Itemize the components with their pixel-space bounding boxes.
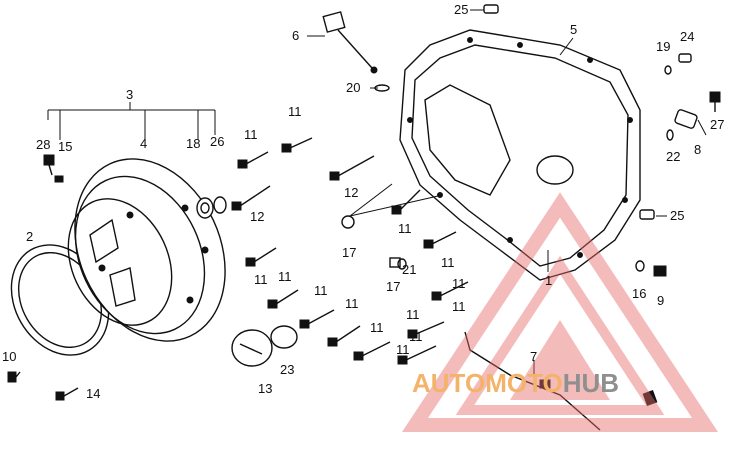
label-25-right: 25 bbox=[670, 208, 685, 223]
bolt-11-i bbox=[353, 341, 391, 361]
label-2: 2 bbox=[26, 229, 34, 244]
bolt-part-27 bbox=[709, 91, 721, 112]
watermark-logo bbox=[402, 192, 718, 432]
label-11-k: 11 bbox=[406, 307, 420, 322]
bolt-12-a bbox=[231, 185, 271, 211]
label-3: 3 bbox=[126, 87, 134, 102]
label-12-a: 12 bbox=[250, 209, 265, 224]
label-17-b: 17 bbox=[386, 279, 401, 294]
label-24: 24 bbox=[680, 29, 695, 44]
oring-21 bbox=[397, 258, 407, 270]
pin-part-24 bbox=[678, 53, 692, 63]
label-11-a: 11 bbox=[244, 127, 258, 142]
oring-part-23 bbox=[270, 325, 298, 349]
bolt-10 bbox=[7, 371, 21, 383]
cable-part-7 bbox=[464, 331, 658, 431]
label-14: 14 bbox=[86, 386, 101, 401]
label-22: 22 bbox=[666, 149, 681, 164]
label-28: 28 bbox=[36, 137, 51, 152]
cap-part-13 bbox=[231, 329, 273, 367]
plug-part-25-top bbox=[483, 4, 499, 14]
label-20: 20 bbox=[346, 80, 361, 95]
label-26: 26 bbox=[210, 134, 225, 149]
sensor-part-8 bbox=[674, 109, 698, 129]
label-11-i: 11 bbox=[452, 276, 466, 291]
dowel-17-b bbox=[389, 257, 401, 268]
label-11-d: 11 bbox=[254, 272, 268, 287]
bolt-11-l bbox=[431, 281, 469, 301]
bolt-11-j bbox=[397, 345, 437, 365]
watermark-hub: HUB bbox=[562, 368, 620, 398]
seal-part-18 bbox=[196, 197, 214, 219]
bolt-12-b bbox=[329, 155, 375, 181]
label-9: 9 bbox=[657, 293, 665, 308]
label-4: 4 bbox=[140, 136, 148, 151]
label-18: 18 bbox=[186, 136, 201, 151]
bolt-set bbox=[7, 137, 469, 401]
bolt-11-f bbox=[267, 289, 299, 309]
bolt-11-c bbox=[391, 189, 421, 215]
plug-part-25-right bbox=[639, 209, 655, 220]
label-15: 15 bbox=[58, 139, 73, 154]
bolt-11-k bbox=[407, 321, 445, 339]
label-16: 16 bbox=[632, 286, 647, 301]
label-11-h: 11 bbox=[345, 296, 359, 311]
label-8: 8 bbox=[694, 142, 702, 157]
bolt-part-28 bbox=[43, 154, 55, 176]
label-12-b: 12 bbox=[344, 185, 359, 200]
bolt-11-h bbox=[327, 325, 361, 347]
label-25-top: 25 bbox=[454, 2, 469, 17]
bolt-11-e bbox=[423, 231, 457, 249]
label-1: 1 bbox=[545, 273, 553, 288]
label-11-b: 11 bbox=[288, 104, 302, 119]
label-23: 23 bbox=[280, 362, 295, 377]
watermark-moto: MOTO bbox=[485, 368, 563, 398]
group-bracket-3 bbox=[47, 102, 216, 140]
label-11-e: 11 bbox=[441, 255, 455, 270]
bolt-11-d bbox=[245, 247, 277, 267]
dowel-17-a bbox=[341, 215, 355, 229]
bolt-11-a bbox=[237, 151, 269, 169]
bolt-11-b bbox=[281, 137, 313, 153]
label-7: 7 bbox=[530, 349, 538, 364]
oring-part-19 bbox=[664, 65, 672, 75]
label-27: 27 bbox=[710, 117, 725, 132]
label-5: 5 bbox=[570, 22, 578, 37]
pin-part-15 bbox=[54, 175, 64, 183]
label-10: 10 bbox=[2, 349, 17, 364]
label-11-f: 11 bbox=[278, 269, 292, 284]
label-6: 6 bbox=[292, 28, 300, 43]
watermark-auto: AUTO bbox=[412, 368, 486, 398]
label-19: 19 bbox=[656, 39, 671, 54]
switch-part-9 bbox=[653, 265, 667, 277]
dipstick-part-6 bbox=[322, 11, 378, 74]
bolt-14 bbox=[55, 387, 79, 401]
label-11-m: 11 bbox=[409, 329, 423, 344]
label-13: 13 bbox=[258, 381, 273, 396]
oring-part-22 bbox=[666, 129, 674, 141]
watermark-text: AUTOMOTOHUB bbox=[412, 368, 619, 399]
label-11-c: 11 bbox=[398, 221, 412, 236]
clutch-cover-part-4 bbox=[67, 158, 226, 342]
washer-part-16 bbox=[635, 260, 645, 272]
label-11-n: 11 bbox=[396, 342, 410, 357]
label-21: 21 bbox=[402, 262, 417, 277]
bolt-11-g bbox=[299, 309, 335, 329]
label-17-a: 17 bbox=[342, 245, 357, 260]
oring-part-26 bbox=[213, 196, 227, 214]
leader-lines bbox=[307, 9, 707, 380]
label-11-g: 11 bbox=[314, 283, 328, 298]
label-11-l: 11 bbox=[370, 320, 384, 335]
label-11-j: 11 bbox=[452, 299, 466, 314]
